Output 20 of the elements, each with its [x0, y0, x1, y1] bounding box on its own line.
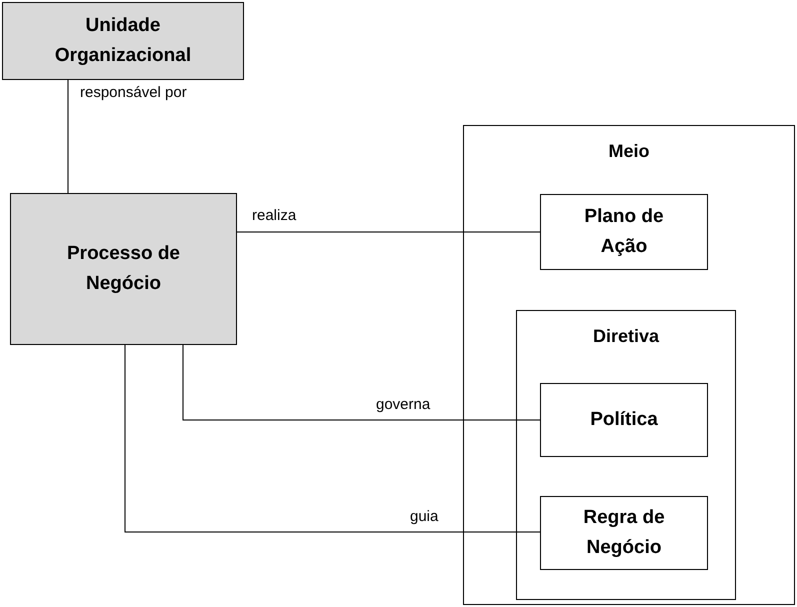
box-title: Política [590, 408, 658, 432]
process-box [540, 383, 708, 457]
group-title: Meio [608, 140, 650, 163]
process-box [540, 496, 708, 570]
edge-label: governa [376, 396, 430, 414]
edge-label: guia [410, 508, 438, 526]
group-box [516, 310, 736, 600]
box-title: Plano de Ação [583, 205, 665, 259]
connector-line [124, 344, 540, 532]
box-title: Regra de Negócio [582, 506, 666, 560]
process-box [10, 193, 237, 345]
group-title: Diretiva [592, 325, 660, 348]
group-box [463, 125, 795, 605]
process-box [2, 2, 244, 80]
connector-line [182, 344, 540, 420]
edge-label: responsável por [80, 84, 187, 102]
box-title: Unidade Organizacional [54, 14, 192, 68]
process-box [540, 194, 708, 270]
box-title: Processo de Negócio [66, 242, 181, 296]
edge-label: realiza [252, 207, 296, 225]
